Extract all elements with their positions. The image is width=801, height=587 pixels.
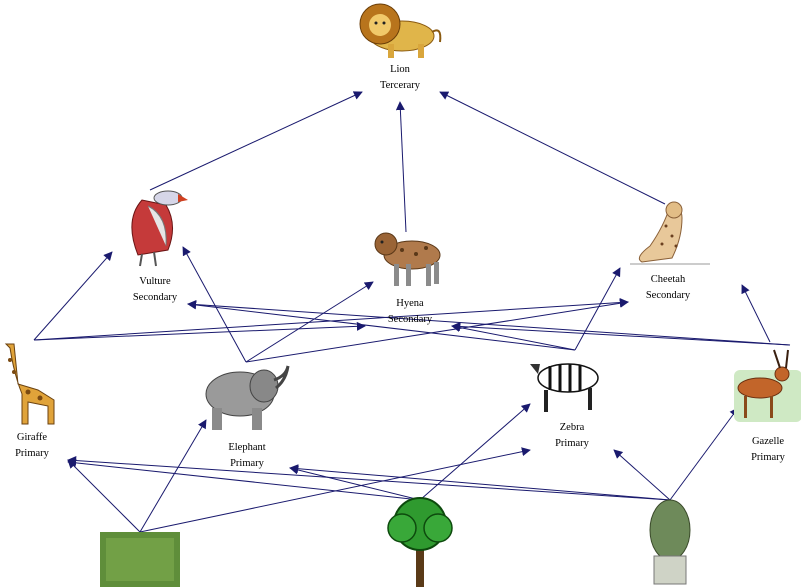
node-name: Zebra	[559, 422, 585, 433]
edge-shrub-to-gazelle	[669, 407, 739, 501]
edge-shrub-to-giraffe	[67, 456, 671, 501]
potted-shrub-icon	[649, 499, 691, 585]
edge-grass-to-giraffe	[67, 459, 141, 533]
hyena-icon	[374, 232, 441, 286]
edge-gazelle-to-vulture	[187, 300, 791, 346]
tree-icon	[387, 497, 453, 587]
node-label: Lion Tercerary	[380, 62, 420, 94]
node-level: Primary	[230, 458, 264, 469]
node-level: Secondary	[387, 314, 433, 325]
node-name: Gazelle	[751, 436, 785, 447]
node-level: Secondary	[132, 292, 178, 303]
edge-elephant-to-vulture	[182, 246, 247, 363]
gazelle-icon	[734, 349, 801, 422]
node-name: Hyena	[396, 298, 424, 309]
edge-elephant-to-cheetah	[245, 298, 629, 363]
vulture-icon	[131, 190, 188, 267]
node-level: Secondary	[645, 290, 691, 301]
node-label: Vulture Secondary	[133, 274, 177, 306]
node-label: Hyena Secondary	[388, 296, 432, 328]
lion-icon	[359, 3, 442, 58]
edge-tree-to-zebra	[419, 403, 531, 501]
edge-elephant-to-hyena	[245, 281, 374, 363]
edge-tree-to-giraffe	[67, 458, 421, 501]
node-label: Cheetah Secondary	[646, 272, 690, 304]
edge-giraffe-to-vulture	[33, 251, 113, 341]
edge-shrub-to-elephant	[289, 464, 671, 501]
node-level: Primary	[751, 452, 785, 463]
edge-vulture-to-lion	[149, 91, 363, 191]
grass-icon	[100, 532, 180, 587]
node-label: Gazelle Primary	[751, 434, 785, 466]
edge-layer	[33, 91, 791, 533]
node-name: Cheetah	[650, 274, 686, 285]
node-name: Elephant	[228, 442, 266, 453]
edge-hyena-to-lion	[395, 101, 407, 233]
node-label: Zebra Primary	[555, 420, 589, 452]
elephant-icon	[205, 365, 290, 430]
edge-shrub-to-zebra	[613, 449, 671, 501]
cheetah-icon	[630, 201, 710, 265]
edge-gazelle-to-cheetah	[741, 284, 771, 343]
edge-zebra-to-hyena	[451, 323, 576, 351]
giraffe-icon	[4, 343, 55, 425]
node-level: Primary	[555, 438, 589, 449]
edge-cheetah-to-lion	[439, 91, 666, 205]
node-label: Elephant Primary	[228, 440, 265, 472]
edge-grass-to-elephant	[139, 419, 207, 533]
edge-zebra-to-vulture	[187, 300, 576, 351]
edge-tree-to-elephant	[289, 465, 421, 501]
node-name: Vulture	[139, 276, 171, 287]
node-level: Tercerary	[379, 80, 421, 91]
edge-giraffe-to-hyena	[33, 321, 366, 341]
node-name: Giraffe	[16, 432, 48, 443]
edge-zebra-to-cheetah	[574, 267, 621, 351]
edge-gazelle-to-hyena	[451, 321, 791, 346]
node-level: Primary	[15, 448, 49, 459]
zebra-icon	[530, 363, 599, 412]
node-name: Lion	[390, 64, 410, 75]
node-label: Giraffe Primary	[15, 430, 49, 462]
